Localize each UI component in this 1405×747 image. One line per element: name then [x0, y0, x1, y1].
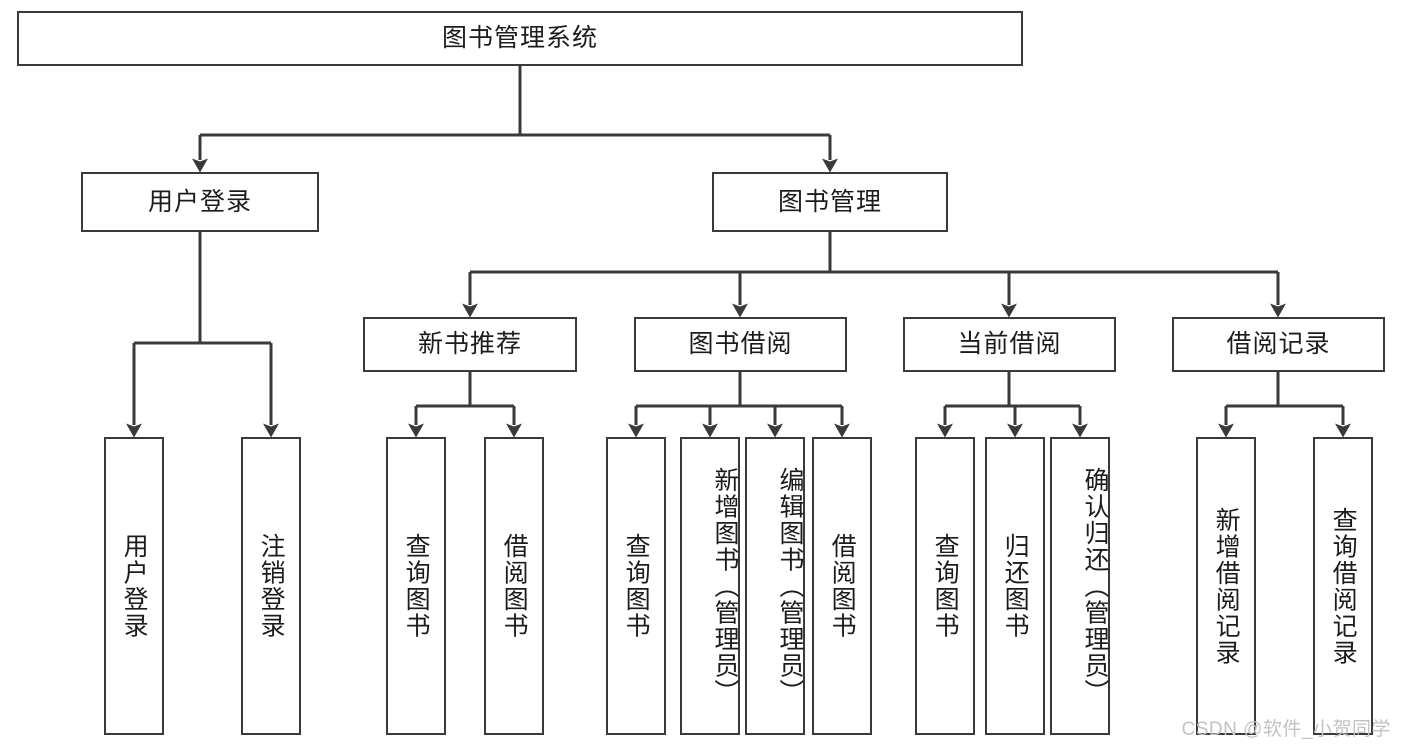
node-label: 借阅图书: [828, 533, 857, 639]
node-leaf-query-book-c[interactable]: 查询图书: [915, 437, 975, 735]
node-leaf-user-login[interactable]: 用户登录: [104, 437, 164, 735]
node-user-login[interactable]: 用户登录: [81, 172, 319, 232]
node-label: 借阅记录: [1226, 330, 1331, 358]
node-label: 图书管理: [777, 187, 882, 216]
node-label: 查询图书: [931, 533, 960, 639]
node-label: 当前借阅: [957, 330, 1062, 358]
node-label: 图书管理系统: [441, 24, 598, 52]
node-leaf-query-borrow-record[interactable]: 查询借阅记录: [1313, 437, 1373, 735]
node-leaf-add-borrow-record[interactable]: 新增借阅记录: [1196, 437, 1256, 735]
node-label: 新书推荐: [417, 330, 522, 358]
node-leaf-add-book-admin[interactable]: 新增图书（管理员）: [680, 437, 740, 735]
node-label: 图书借阅: [688, 330, 793, 358]
node-leaf-confirm-return-admin[interactable]: 确认归还（管理员）: [1050, 437, 1110, 735]
node-label: 新增借阅记录: [1212, 506, 1241, 666]
node-label: 查询图书: [402, 533, 431, 639]
node-label: 编辑图书（管理员）: [776, 466, 804, 706]
node-book-borrow[interactable]: 图书借阅: [634, 317, 847, 372]
node-label: 注销登录: [257, 533, 286, 639]
node-leaf-return-book[interactable]: 归还图书: [985, 437, 1045, 735]
node-leaf-logout[interactable]: 注销登录: [241, 437, 301, 735]
node-book-management[interactable]: 图书管理: [712, 172, 948, 232]
node-label: 查询借阅记录: [1329, 506, 1358, 666]
node-current-borrow[interactable]: 当前借阅: [903, 317, 1116, 372]
node-borrow-record[interactable]: 借阅记录: [1172, 317, 1385, 372]
node-label: 新增图书（管理员）: [711, 466, 739, 706]
node-label: 查询图书: [622, 533, 651, 639]
node-leaf-borrow-book-a[interactable]: 借阅图书: [484, 437, 544, 735]
node-book-management-system[interactable]: 图书管理系统: [17, 11, 1023, 66]
node-label: 用户登录: [120, 533, 149, 639]
node-label: 用户登录: [147, 187, 252, 216]
node-label: 归还图书: [1001, 533, 1030, 639]
node-new-book-recommend[interactable]: 新书推荐: [363, 317, 577, 372]
node-leaf-edit-book-admin[interactable]: 编辑图书（管理员）: [745, 437, 805, 735]
node-leaf-query-book-b[interactable]: 查询图书: [606, 437, 666, 735]
node-leaf-borrow-book-b[interactable]: 借阅图书: [812, 437, 872, 735]
node-label: 确认归还（管理员）: [1081, 466, 1109, 706]
node-leaf-query-book-a[interactable]: 查询图书: [386, 437, 446, 735]
watermark-text: CSDN @软件_小贺同学: [1181, 719, 1391, 740]
node-label: 借阅图书: [500, 533, 529, 639]
